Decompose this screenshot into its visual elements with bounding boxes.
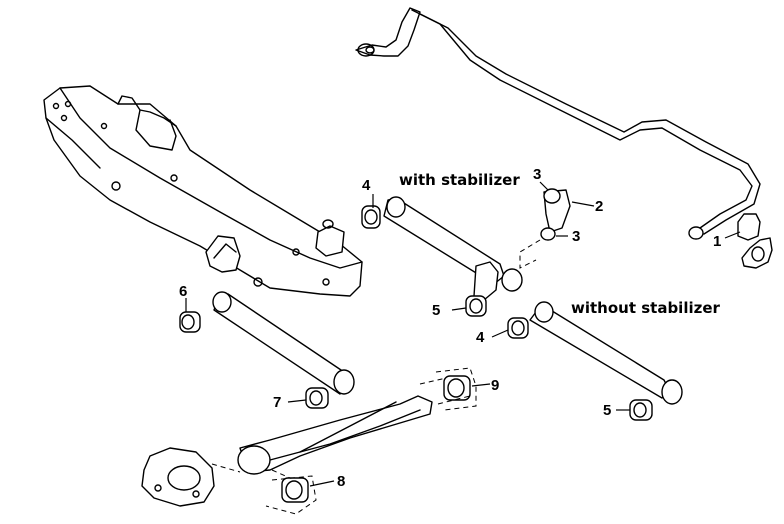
callout-3-lower: 3 (572, 228, 580, 245)
lower-link-without-stabilizer (507, 301, 683, 421)
callout-5-upper-link: 5 (432, 302, 440, 319)
caption-with-stabilizer: with stabilizer (399, 171, 520, 189)
callout-4-upper-link: 4 (362, 177, 371, 194)
leader-lines (185, 181, 741, 487)
stabilizer-link (519, 188, 571, 269)
caption-without-stabilizer: without stabilizer (571, 299, 721, 317)
callout-4-lower-link: 4 (476, 329, 485, 346)
callout-8: 8 (337, 473, 345, 490)
callout-2: 2 (595, 198, 603, 215)
rear-crossmember (43, 85, 363, 297)
callout-6: 6 (179, 283, 187, 300)
trailing-arm (141, 367, 477, 515)
callout-3-upper: 3 (533, 166, 541, 183)
upper-link-with-stabilizer (361, 196, 523, 317)
callout-1: 1 (713, 233, 721, 250)
callout-9: 9 (491, 377, 499, 394)
stabilizer-bushing-bracket (737, 213, 773, 269)
stabilizer-bar (355, 7, 761, 240)
callout-5-lower-link: 5 (603, 402, 611, 419)
trailing-link (179, 291, 355, 409)
callout-7: 7 (273, 394, 281, 411)
